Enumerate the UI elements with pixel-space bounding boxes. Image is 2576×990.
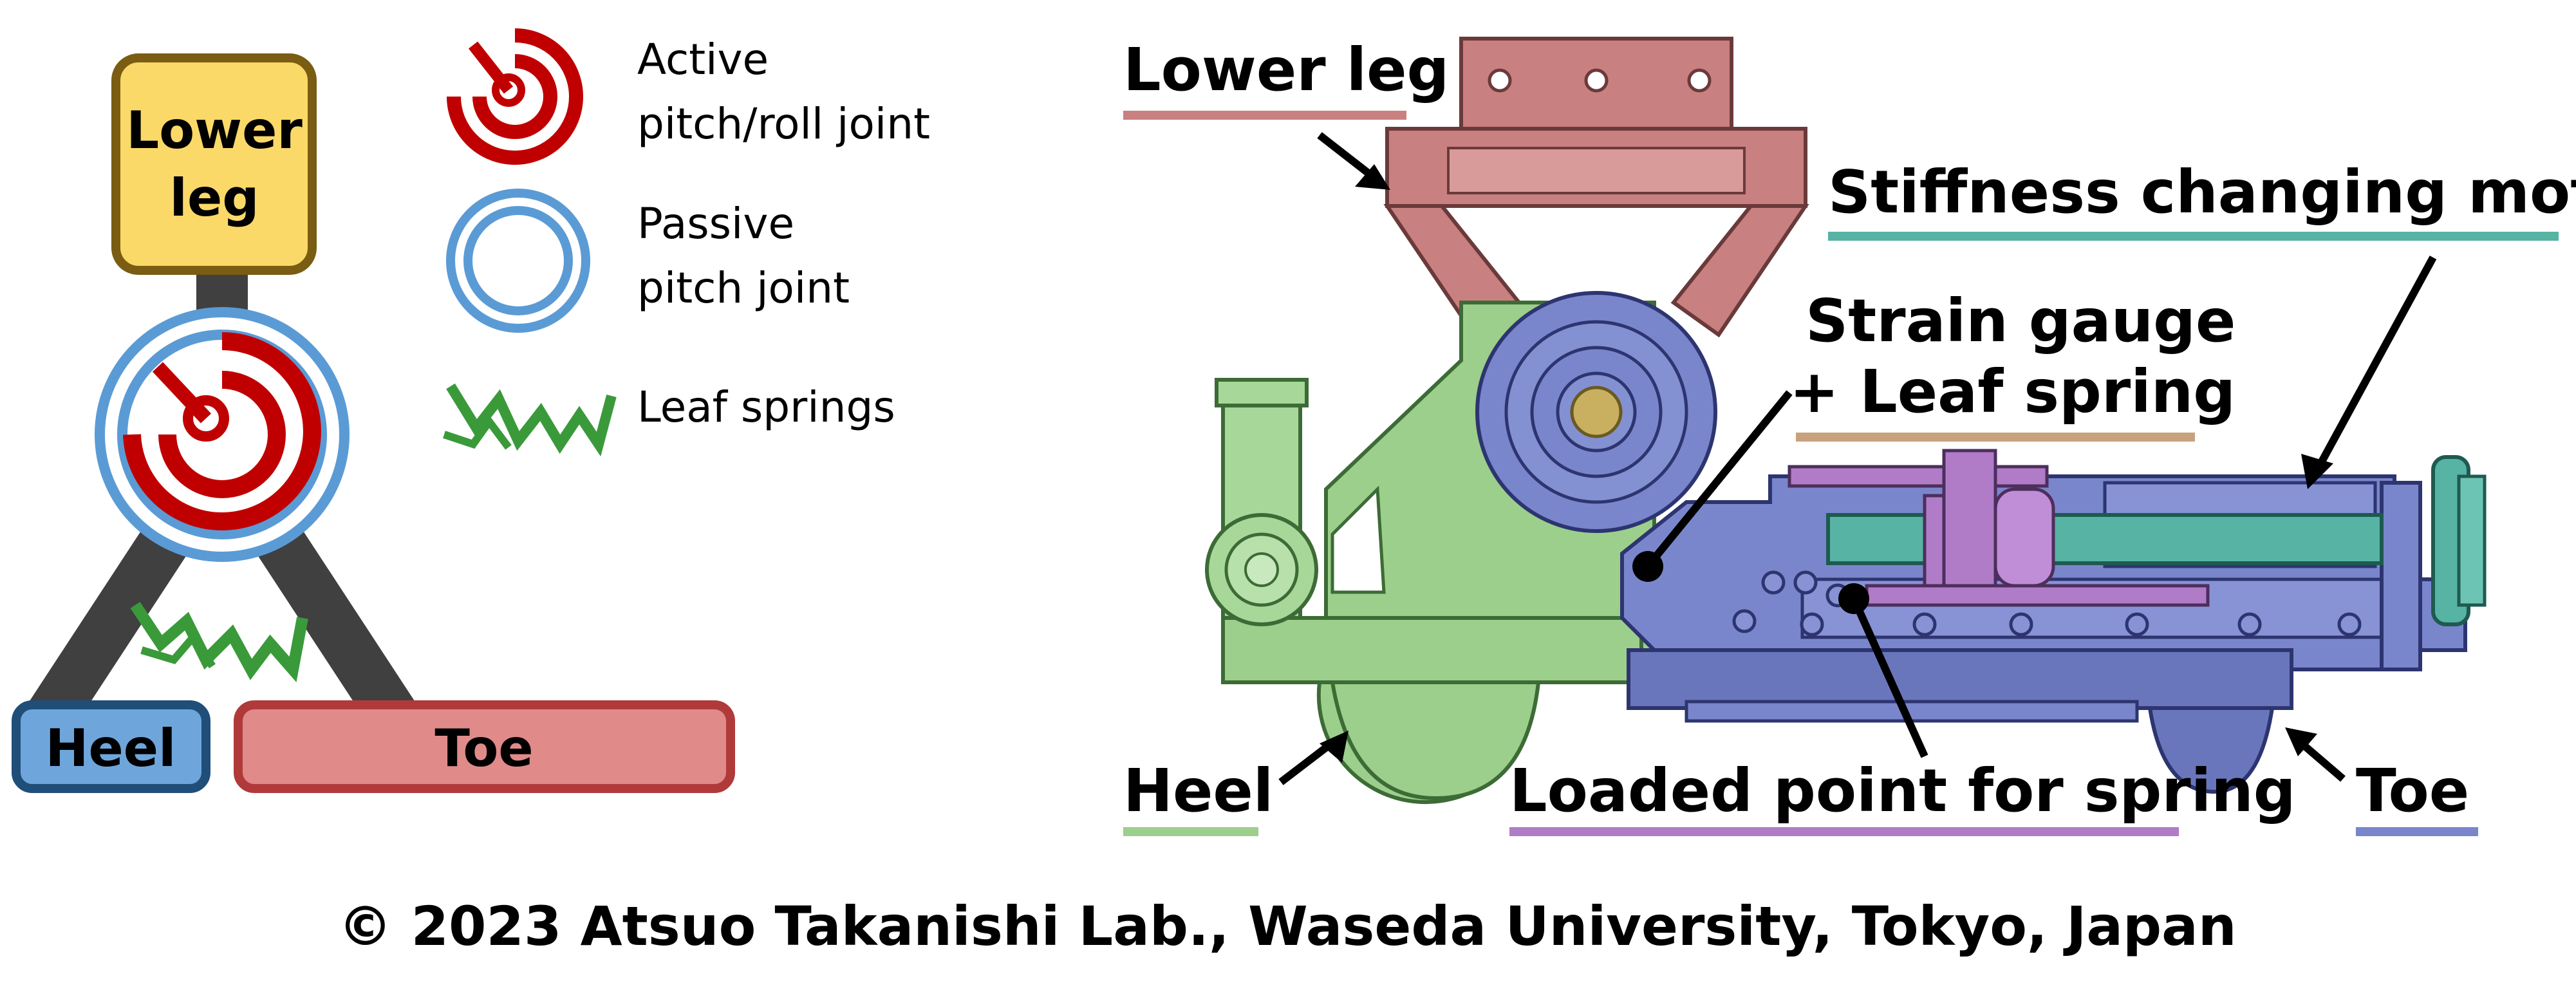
loaded-point-pointer bbox=[1850, 597, 1928, 758]
legend-passive-line2: pitch joint bbox=[637, 263, 850, 313]
cad-pulley-part bbox=[1475, 291, 1717, 533]
legend-active-line2: pitch/roll joint bbox=[637, 99, 930, 149]
heel-underline bbox=[1123, 827, 1258, 836]
stiffness-motor-underline bbox=[1828, 232, 2559, 241]
toe-label: Toe bbox=[2356, 756, 2469, 825]
schematic-toe-box bbox=[234, 700, 735, 793]
cad-annotations: Lower leg Stiffness changing motor Strai… bbox=[1123, 35, 2576, 836]
cad-motor-part bbox=[1826, 455, 2487, 626]
schematic: Lower leg Heel Toe bbox=[12, 53, 735, 793]
schematic-active-joint-icon bbox=[123, 332, 321, 530]
schematic-lower-leg-line1: Lower bbox=[126, 100, 303, 160]
schematic-toe-label: Toe bbox=[434, 718, 533, 778]
heel-label: Heel bbox=[1123, 756, 1273, 825]
cad-model bbox=[1205, 37, 2487, 805]
copyright-notice: © 2023 Atsuo Takanishi Lab., Waseda Univ… bbox=[338, 895, 2236, 958]
loaded-point-label: Loaded point for spring bbox=[1509, 756, 2296, 825]
legend-passive-line1: Passive bbox=[637, 199, 794, 248]
toe-underline bbox=[2356, 827, 2478, 836]
legend-passive-joint-icon bbox=[446, 189, 590, 333]
strain-gauge-underline bbox=[1796, 433, 2195, 442]
stiffness-motor-label: Stiffness changing motor bbox=[1828, 158, 2576, 227]
strain-gauge-pointer bbox=[1645, 390, 1793, 569]
legend-leaf-springs-label: Leaf springs bbox=[637, 382, 895, 432]
schematic-heel-label: Heel bbox=[46, 718, 176, 778]
schematic-lower-leg-line2: leg bbox=[170, 168, 259, 228]
legend-active-joint-icon bbox=[447, 28, 583, 165]
schematic-heel-link bbox=[30, 514, 196, 729]
cad-spring-mechanism-part bbox=[1787, 449, 2210, 607]
schematic-toe-link bbox=[248, 514, 415, 729]
loaded-point-underline bbox=[1509, 827, 2179, 836]
strain-gauge-label-line1: Strain gauge bbox=[1806, 286, 2235, 355]
schematic-heel-box bbox=[12, 700, 210, 793]
cad-lower-leg-part bbox=[1383, 37, 1809, 338]
stiffness-motor-arrow bbox=[2313, 256, 2437, 472]
lower-leg-underline bbox=[1123, 111, 1406, 120]
lower-leg-label: Lower leg bbox=[1123, 35, 1449, 104]
schematic-lower-leg-box bbox=[111, 53, 317, 275]
legend: Active pitch/roll joint Passive pitch jo… bbox=[443, 28, 930, 457]
legend-leaf-spring-icon bbox=[446, 383, 617, 457]
legend-active-line1: Active bbox=[637, 35, 769, 84]
strain-gauge-label-line2: + Leaf spring bbox=[1789, 357, 2235, 426]
schematic-leaf-spring-icon bbox=[130, 602, 308, 682]
